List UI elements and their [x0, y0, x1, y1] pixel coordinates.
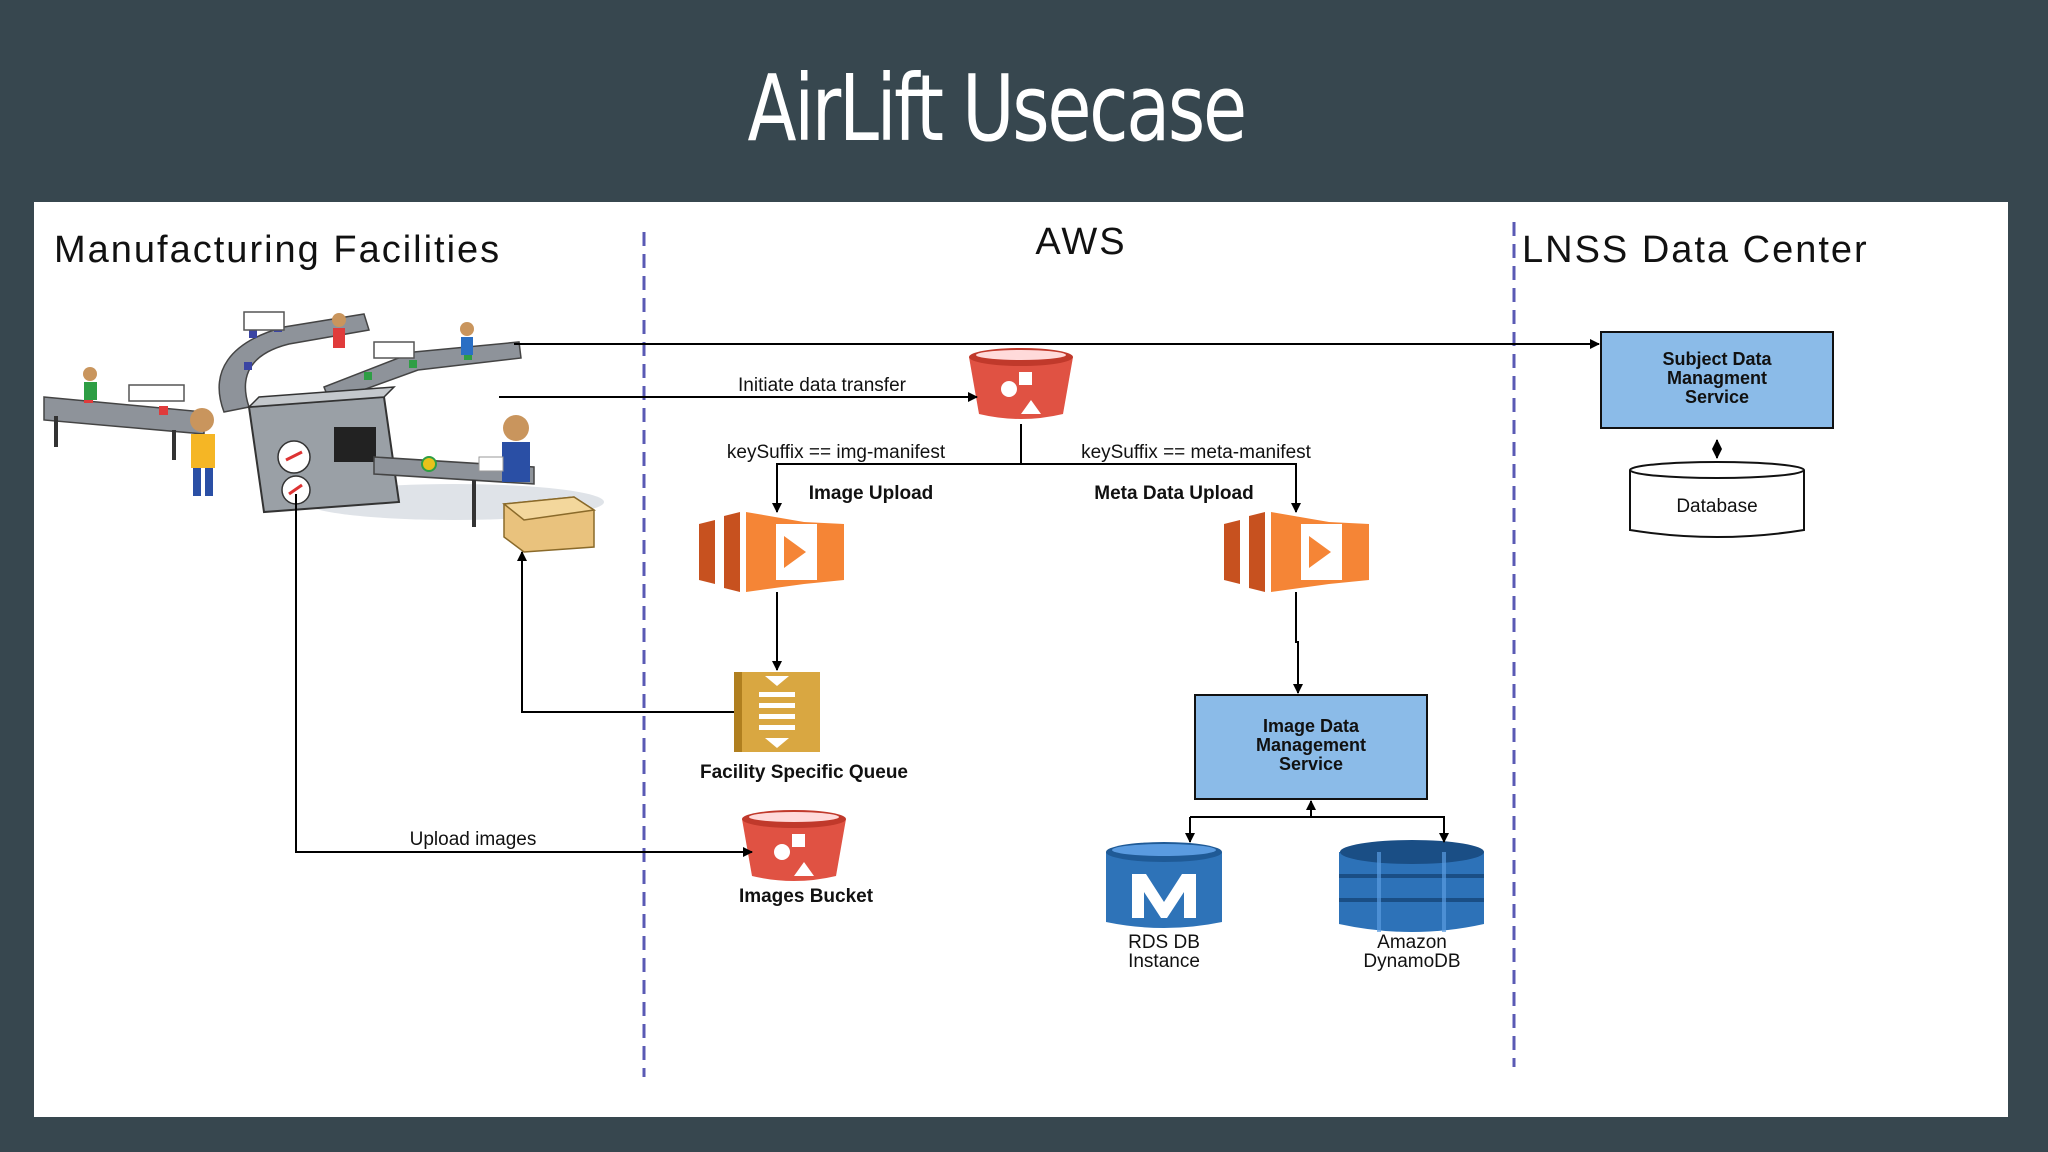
img-manifest-label: keySuffix == img-manifest	[727, 442, 946, 463]
image-upload-label: Image Upload	[809, 483, 934, 504]
database-cylinder-icon	[1629, 461, 1805, 538]
s3-bucket-icon	[969, 348, 1073, 419]
edge-to-dynamo	[1190, 816, 1449, 843]
images-bucket-icon	[742, 810, 846, 881]
sqs-queue-icon	[734, 672, 820, 752]
zone-aws-title: AWS	[1035, 221, 1126, 263]
edge-meta-lambda-to-service	[1293, 592, 1303, 694]
meta-manifest-label: keySuffix == meta-manifest	[1081, 442, 1312, 463]
dynamo-label-line-1: Amazon	[1377, 932, 1447, 953]
rds-icon	[1106, 842, 1222, 928]
dynamo-label-line-2: DynamoDB	[1363, 951, 1460, 972]
edge-upload-images	[295, 494, 753, 857]
dynamodb-icon	[1339, 840, 1484, 932]
image-service-line-1: Image Data	[1263, 716, 1360, 736]
queue-label: Facility Specific Queue	[700, 762, 908, 783]
subject-service-line-2: Managment	[1667, 368, 1767, 388]
images-bucket-label: Images Bucket	[739, 886, 874, 907]
image-service-line-3: Service	[1279, 754, 1343, 774]
upload-images-label: Upload images	[410, 829, 537, 850]
zone-manufacturing-title: Manufacturing Facilities	[54, 229, 501, 271]
subject-data-management-service	[1600, 331, 1834, 429]
edge-to-meta-upload	[1021, 463, 1301, 513]
lambda-icon-meta-upload	[1224, 512, 1369, 592]
database-label: Database	[1676, 496, 1757, 517]
factory-conveyor-illustration	[43, 311, 604, 553]
edge-to-image-upload	[772, 424, 1022, 513]
rds-label-line-2: Instance	[1128, 951, 1200, 972]
slide-title: AirLift Usecase	[747, 55, 1247, 162]
rds-label-line-1: RDS DB	[1128, 932, 1200, 953]
initiate-label: Initiate data transfer	[738, 375, 907, 396]
image-data-management-service	[1194, 694, 1428, 800]
subject-service-line-1: Subject Data	[1662, 349, 1772, 369]
meta-upload-label: Meta Data Upload	[1094, 483, 1253, 504]
diagram-panel: Manufacturing Facilities AWS LNSS Data C…	[34, 202, 2008, 1117]
zone-lnss-title: LNSS Data Center	[1522, 229, 1869, 271]
lambda-icon-image-upload	[699, 512, 844, 592]
image-service-line-2: Management	[1256, 735, 1366, 755]
architecture-diagram: Manufacturing Facilities AWS LNSS Data C…	[43, 221, 1869, 1077]
edge-queue-to-facility	[517, 551, 734, 713]
subject-service-line-3: Service	[1685, 387, 1749, 407]
